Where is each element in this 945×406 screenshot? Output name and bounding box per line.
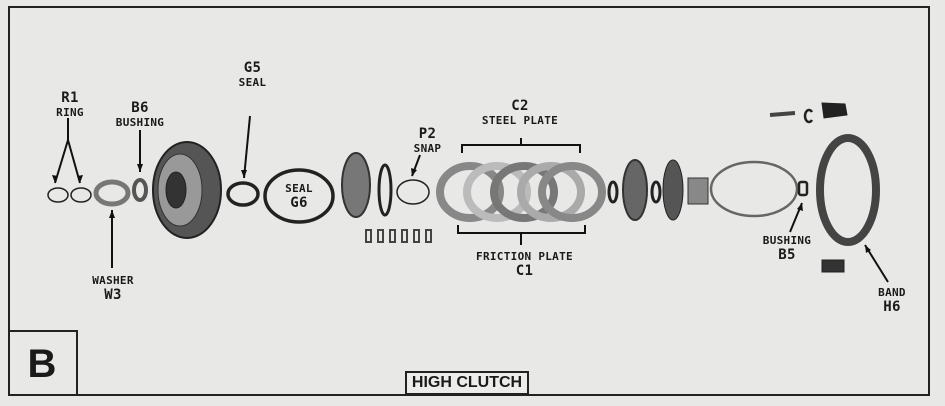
sun-gear bbox=[687, 177, 709, 205]
band-adjuster bbox=[821, 259, 845, 273]
label-name: SNAP bbox=[413, 142, 442, 155]
large-ring bbox=[709, 160, 799, 218]
band-strut bbox=[769, 111, 796, 117]
label-name: FRICTION PLATE bbox=[476, 250, 573, 263]
label-name: SEAL bbox=[285, 182, 313, 195]
label-code: B6 bbox=[131, 100, 149, 116]
label-name: WASHER bbox=[92, 274, 134, 287]
piston bbox=[341, 152, 371, 218]
label-name: BUSHING bbox=[115, 116, 165, 129]
clutch-drum bbox=[152, 141, 222, 239]
label-code: C2 bbox=[511, 98, 529, 114]
label-name: BUSHING bbox=[762, 234, 812, 247]
diagram-title: HIGH CLUTCH bbox=[405, 371, 529, 395]
label-code: R1 bbox=[61, 90, 79, 106]
clutch-plates bbox=[436, 162, 606, 222]
label-name: SEAL bbox=[238, 76, 267, 89]
snap-p2 bbox=[396, 179, 430, 205]
label-code: G6 bbox=[290, 195, 308, 211]
ring-r1-a bbox=[47, 187, 69, 203]
label-code: C1 bbox=[515, 263, 534, 279]
label-code: H6 bbox=[883, 299, 901, 315]
label-code: P2 bbox=[418, 126, 437, 142]
springs bbox=[365, 229, 432, 243]
band-clip bbox=[803, 108, 814, 124]
hub-ring bbox=[650, 180, 662, 204]
label-name: RING bbox=[56, 106, 84, 119]
label-name: STEEL PLATE bbox=[481, 114, 559, 127]
label-code: W3 bbox=[104, 287, 122, 303]
figure-letter: B bbox=[8, 330, 78, 396]
bushing-b6 bbox=[132, 178, 148, 202]
label-code: B5 bbox=[778, 247, 796, 263]
seal-g5 bbox=[226, 181, 260, 207]
bushing-b5 bbox=[797, 180, 809, 197]
washer-w3 bbox=[93, 179, 131, 207]
thrust-washer bbox=[607, 180, 619, 204]
seal-g6 bbox=[263, 168, 335, 224]
gear bbox=[662, 159, 684, 221]
piston-ring bbox=[377, 163, 393, 217]
band-h6 bbox=[816, 134, 880, 246]
band-lever bbox=[821, 102, 848, 119]
hub bbox=[622, 159, 648, 221]
label-name: BAND bbox=[878, 286, 906, 299]
diagram-frame bbox=[8, 6, 930, 396]
label-code: G5 bbox=[243, 60, 262, 76]
ring-r1-b bbox=[70, 187, 92, 203]
